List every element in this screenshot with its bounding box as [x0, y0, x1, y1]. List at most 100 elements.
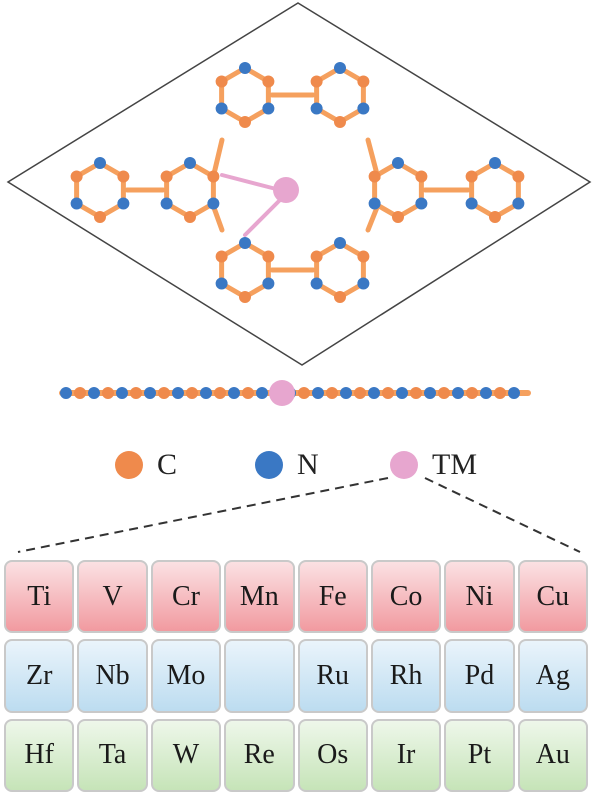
carbon-atom [74, 387, 86, 399]
nitrogen-atom [368, 197, 381, 210]
nitrogen-atom [256, 387, 268, 399]
carbon-atom [70, 170, 83, 183]
nitrogen-atom [452, 387, 464, 399]
nitrogen-atom [200, 387, 212, 399]
carbon-atom [239, 291, 251, 303]
nitrogen-atom [228, 387, 240, 399]
carbon-atom [310, 250, 323, 263]
side-view-chain [59, 380, 531, 406]
zoom-connector-lines [17, 477, 581, 553]
nitrogen-atom [489, 157, 501, 169]
nitrogen-atom [334, 237, 346, 249]
nitrogen-atom [117, 197, 130, 210]
carbon-atom [239, 116, 251, 128]
nitrogen-atom [239, 237, 251, 249]
nitrogen-atom [144, 387, 156, 399]
element-cell-nb: Nb [77, 639, 148, 713]
nitrogen-atom [172, 387, 184, 399]
element-cell-ir: Ir [370, 718, 442, 792]
nitrogen-atom [94, 157, 106, 169]
nitrogen-atom [396, 387, 408, 399]
element-cell-ni: Ni [444, 560, 515, 634]
carbon-atom [117, 170, 130, 183]
nitrogen-atom [357, 277, 370, 290]
nitrogen-atom-icon [255, 451, 283, 479]
nitrogen-atom [160, 197, 173, 210]
carbon-atom [215, 75, 228, 88]
carbon-atom [354, 387, 366, 399]
element-cell-mn: Mn [224, 560, 295, 634]
carbon-atom [382, 387, 394, 399]
nitrogen-atom [480, 387, 492, 399]
carbon-atom [102, 387, 114, 399]
connector-line-left [17, 477, 389, 553]
nitrogen-atom [508, 387, 520, 399]
carbon-atom [215, 250, 228, 263]
carbon-atom [160, 170, 173, 183]
nitrogen-atom [207, 197, 220, 210]
element-cell-v: V [77, 560, 148, 634]
carbon-atom-icon [115, 451, 143, 479]
carbon-atom [512, 170, 525, 183]
nitrogen-atom [415, 197, 428, 210]
carbon-atom [310, 75, 323, 88]
carbon-atom [242, 387, 254, 399]
nitrogen-atom [262, 102, 275, 115]
tm-atom-icon [390, 451, 418, 479]
carbon-atom [184, 211, 196, 223]
carbon-atom [130, 387, 142, 399]
element-cell-ag: Ag [517, 639, 588, 713]
element-cell-w: W [150, 718, 222, 792]
carbon-atom [334, 291, 346, 303]
element-cell-fe: Fe [297, 560, 368, 634]
nitrogen-atom [60, 387, 72, 399]
carbon-atom [357, 250, 370, 263]
legend-item-nitrogen: N [255, 440, 319, 490]
legend-label-tm: TM [432, 448, 477, 481]
legend-label-carbon: C [157, 448, 178, 481]
molecular-structure-diagram [6, 2, 592, 406]
carbon-atom [334, 116, 346, 128]
nitrogen-atom [465, 197, 478, 210]
nitrogen-atom [357, 102, 370, 115]
nitrogen-atom [215, 102, 228, 115]
nitrogen-atom [262, 277, 275, 290]
carbon-atom [214, 387, 226, 399]
element-cell-ti: Ti [4, 560, 75, 634]
element-cell-hf: Hf [4, 718, 75, 792]
carbon-atom [489, 211, 501, 223]
element-cell-rh: Rh [370, 639, 442, 713]
nitrogen-atom [310, 277, 323, 290]
nitrogen-atom [424, 387, 436, 399]
element-cell-cr: Cr [150, 560, 222, 634]
carbon-atom [368, 170, 381, 183]
element-cell-os: Os [297, 718, 368, 792]
nitrogen-atom [310, 102, 323, 115]
nitrogen-atom [312, 387, 324, 399]
top-view-bonds [74, 65, 521, 300]
element-cell-ta: Ta [77, 718, 148, 792]
nitrogen-atom [215, 277, 228, 290]
element-cell-ru: Ru [297, 639, 368, 713]
tm-coordination-bond [220, 173, 282, 192]
element-cell-zr: Zr [4, 639, 75, 713]
nitrogen-atom [184, 157, 196, 169]
carbon-atom [298, 387, 310, 399]
atom-legend: C N TM [0, 440, 600, 490]
element-cell-re: Re [224, 718, 295, 792]
element-cell-empty [224, 639, 295, 713]
carbon-atom [438, 387, 450, 399]
nitrogen-atom [512, 197, 525, 210]
carbon-atom [415, 170, 428, 183]
element-cell-co: Co [370, 560, 442, 634]
legend-label-nitrogen: N [297, 448, 319, 481]
legend-item-tm: TM [390, 440, 477, 490]
element-cell-pt: Pt [444, 718, 515, 792]
carbon-atom [158, 387, 170, 399]
tm-atom [269, 380, 295, 406]
nitrogen-atom [239, 62, 251, 74]
nitrogen-atom [392, 157, 404, 169]
carbon-atom [392, 211, 404, 223]
carbon-atom [94, 211, 106, 223]
